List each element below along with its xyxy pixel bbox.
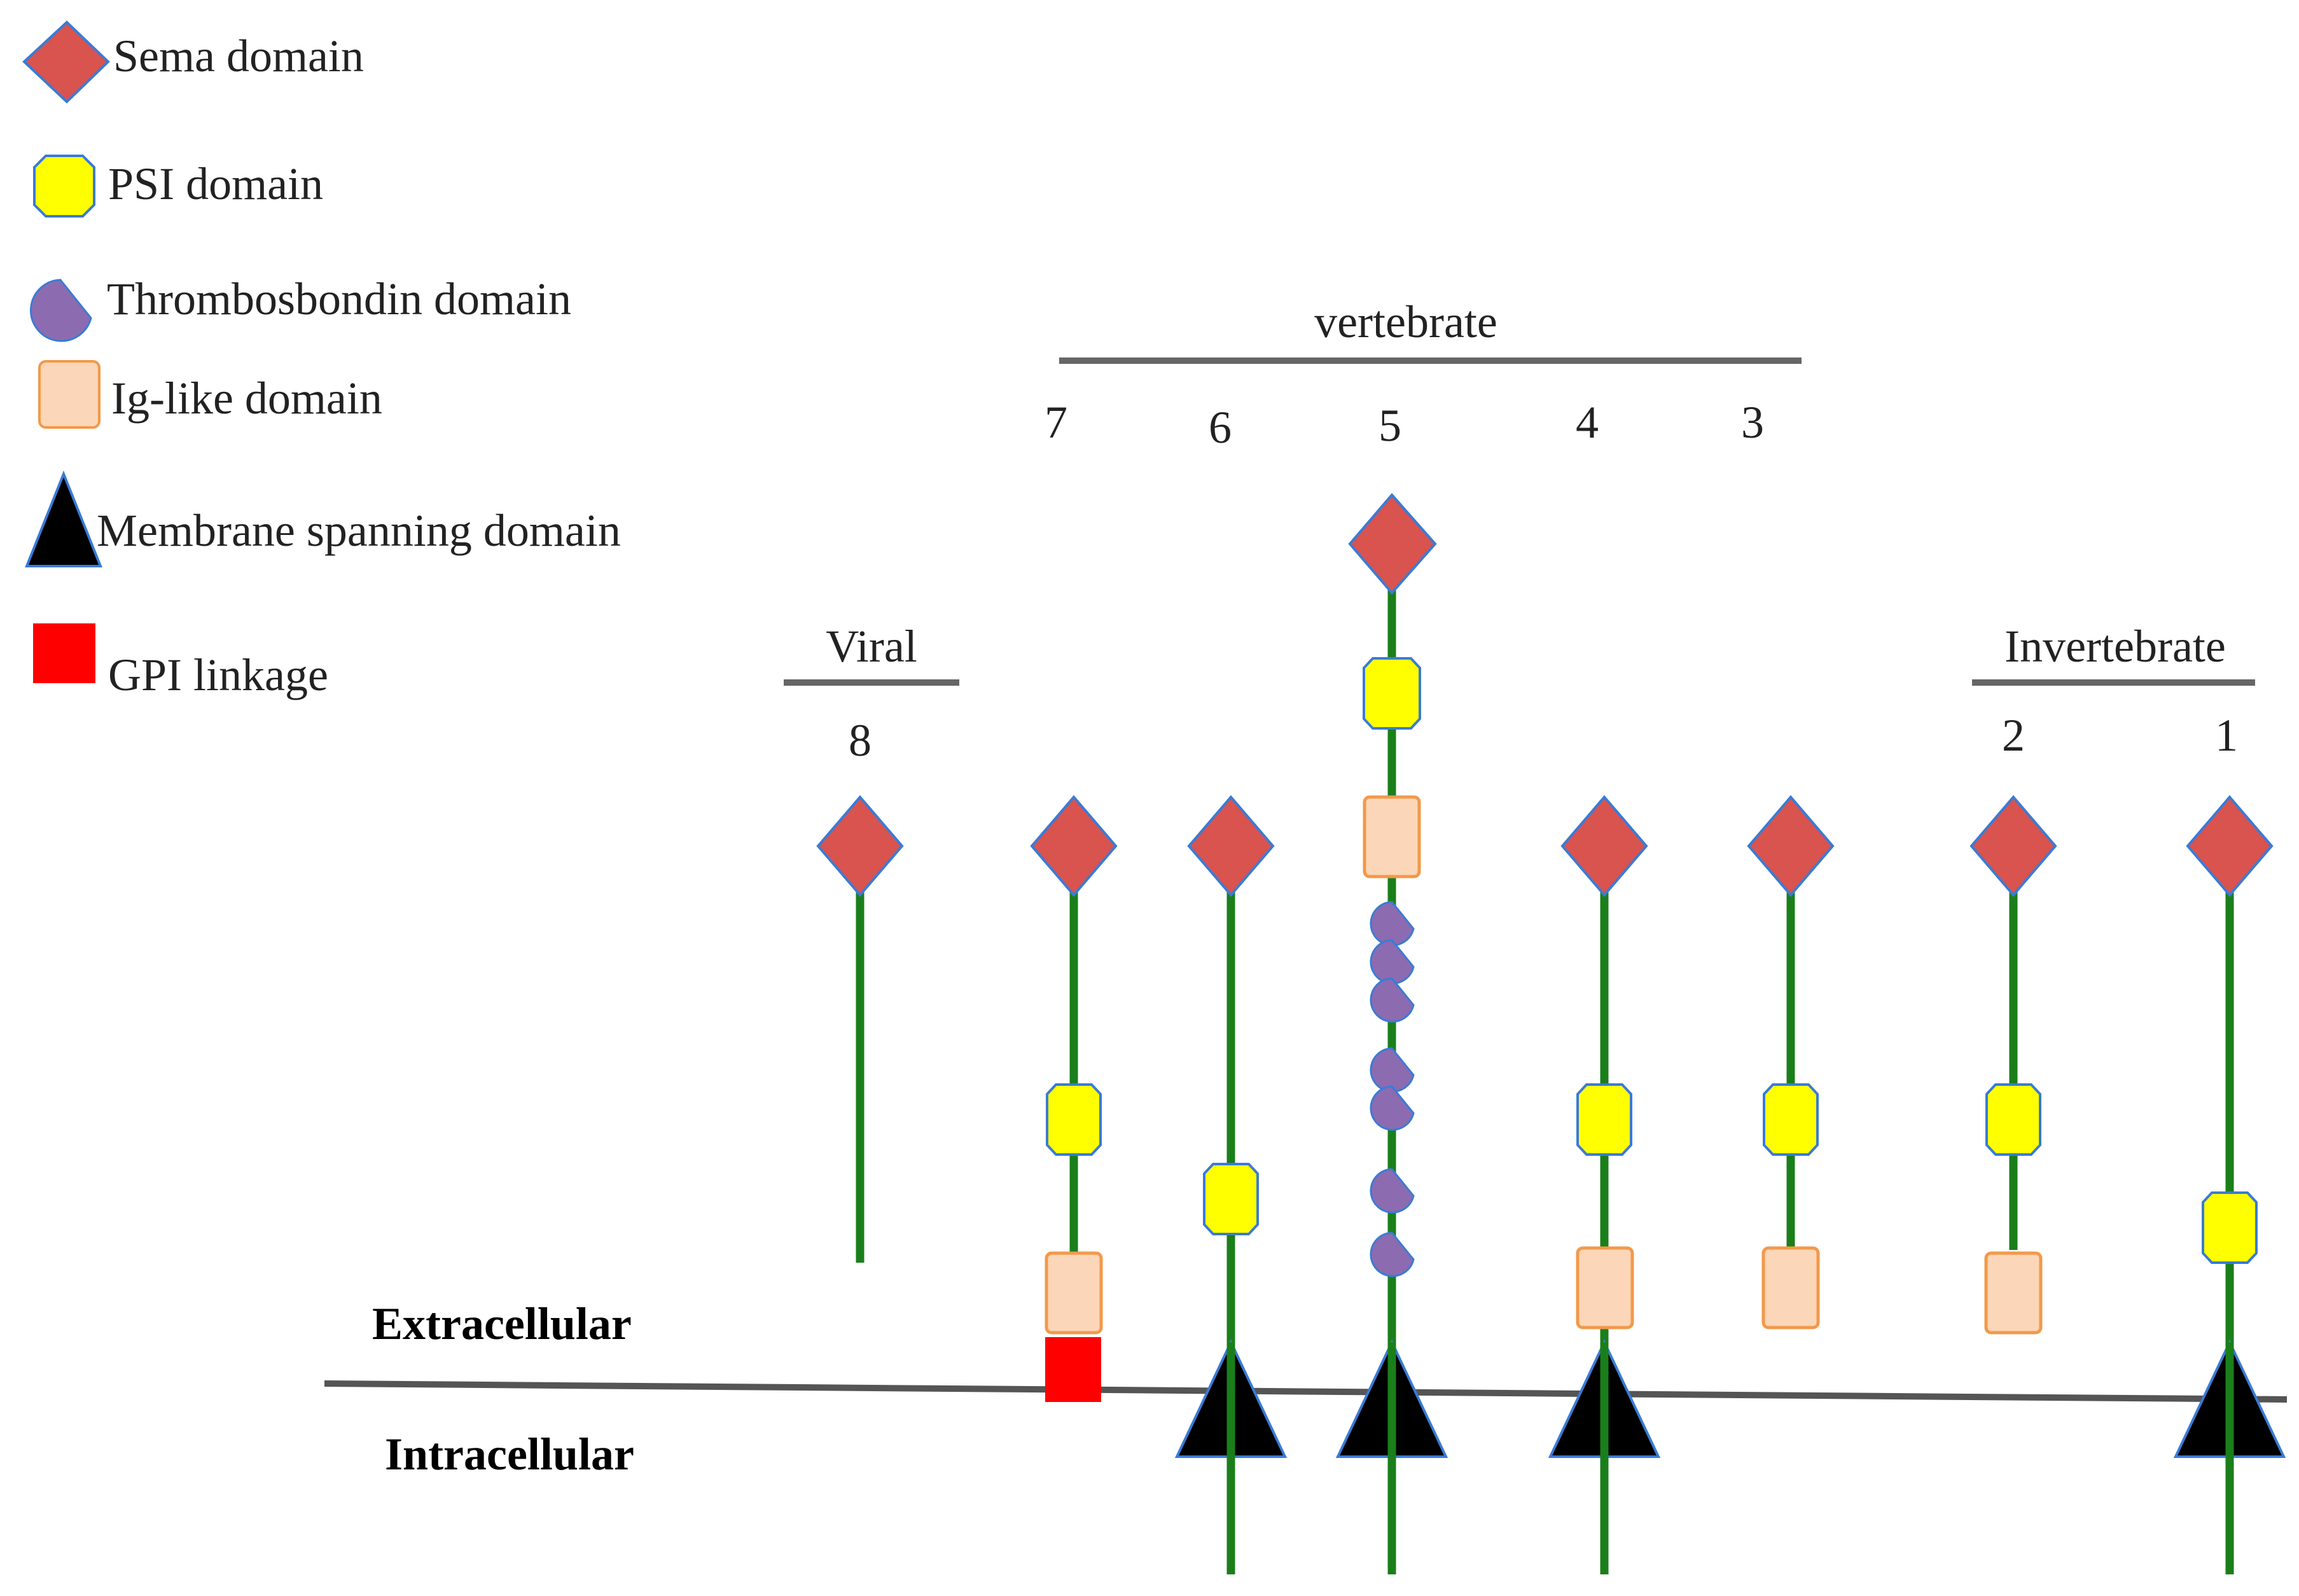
thrombosbondin-domain-5-3 [1370, 977, 1415, 1023]
legend-psi-label: PSI domain [108, 158, 323, 209]
ig-domain-7 [1045, 1251, 1103, 1335]
legend-thrombosbondin-icon [30, 279, 92, 342]
sema-domain-8 [816, 795, 904, 898]
legend-sema-label: Sema domain [113, 31, 364, 81]
class-label-5: 5 [1379, 400, 1401, 451]
vertebrate-label: vertebrate [1314, 296, 1497, 347]
legend-ig-label: Ig-like domain [111, 373, 382, 424]
class-label-4: 4 [1576, 397, 1599, 448]
thrombosbondin-domain-5-2 [1370, 939, 1415, 985]
sema-domain-3 [1747, 795, 1835, 898]
stalks [856, 557, 2234, 1574]
sema-domain-5 [1348, 492, 1437, 595]
stalk-overlays [1226, 1342, 2234, 1574]
psi-domain-3 [1763, 1083, 1819, 1156]
legend-membrane-icon [25, 470, 102, 567]
ig-domain-3 [1761, 1246, 1820, 1329]
sema-domain-1 [2186, 795, 2274, 898]
legend: Sema domain PSI domain Thrombosbondin do… [22, 20, 621, 700]
sema-domains [816, 492, 2274, 898]
thrombosbondin-domain-5-1 [1370, 901, 1415, 947]
psi-domain-1 [2202, 1191, 2258, 1264]
sema-domain-6 [1187, 795, 1275, 898]
psi-domain-2 [1985, 1083, 2041, 1156]
membrane-line [324, 1380, 2288, 1403]
legend-gpi-label: GPI linkage [108, 649, 328, 700]
ig-domains [1045, 795, 2043, 1335]
psi-domain-4 [1576, 1083, 1632, 1156]
class-labels: 7 6 5 4 3 8 2 1 [849, 397, 2238, 766]
invertebrate-label: Invertebrate [2004, 621, 2226, 672]
ig-domain-4 [1576, 1246, 1634, 1329]
thrombosbondin-domain-5-6 [1370, 1168, 1415, 1214]
thrombosbondin-domain-5-4 [1370, 1047, 1415, 1093]
legend-ig-icon [38, 360, 101, 429]
ig-domain-5 [1363, 795, 1421, 878]
sema-domain-7 [1030, 795, 1118, 898]
sema-domain-2 [1969, 795, 2057, 898]
thrombosbondin-domain-5-7 [1370, 1232, 1415, 1277]
group-headers: vertebrate Viral Invertebrate [784, 296, 2255, 686]
psi-domain-7 [1046, 1083, 1102, 1156]
class-label-8: 8 [849, 715, 872, 766]
legend-gpi-icon [33, 623, 95, 683]
extracellular-label: Extracellular [372, 1298, 632, 1349]
thrombosbondin-domain-5-5 [1370, 1085, 1415, 1131]
class-label-3: 3 [1741, 397, 1764, 448]
legend-thrombosbondin-label: Thrombosbondin domain [107, 274, 571, 324]
class-label-1: 1 [2215, 710, 2238, 761]
class-label-7: 7 [1045, 397, 1067, 448]
psi-domain-6 [1203, 1163, 1259, 1235]
class-label-6: 6 [1209, 402, 1232, 453]
ig-domain-2 [1984, 1251, 2043, 1335]
sema-domain-4 [1560, 795, 1648, 898]
viral-label: Viral [826, 621, 917, 672]
intracellular-label: Intracellular [385, 1429, 634, 1480]
thrombosbondin-domains [1370, 901, 1415, 1277]
legend-sema-icon [22, 20, 110, 104]
legend-membrane-label: Membrane spanning domain [97, 505, 621, 556]
psi-domains [1046, 657, 2258, 1264]
class-label-2: 2 [2002, 710, 2025, 761]
gpi-linkage-7 [1045, 1337, 1101, 1402]
psi-domain-5 [1363, 657, 1421, 730]
legend-psi-icon [33, 155, 95, 218]
